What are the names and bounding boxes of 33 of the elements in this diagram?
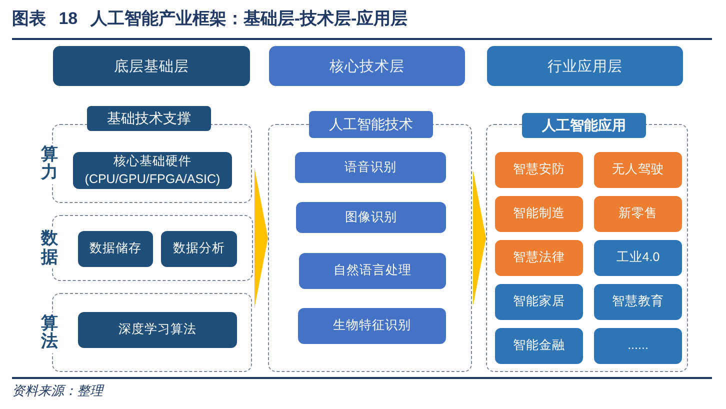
category-box: 语音识别 [295,152,446,183]
layer-header: 行业应用层 [487,46,683,86]
heading-tab: 基础技术支撑 [87,106,211,131]
heading-tab: 人工智能应用 [522,113,646,138]
group-label: 数据 [41,227,58,269]
category-box: 生物特征识别 [298,308,446,344]
layer-header: 核心技术层 [269,46,465,86]
category-box: 新零售 [594,196,682,232]
group-label: 算力 [41,142,58,184]
heading-tab: 人工智能技术 [309,111,433,138]
category-box: 智慧法律 [495,240,583,276]
category-box: 智能制造 [495,196,583,232]
source-note: 资料来源：整理 [12,382,103,400]
chevron-arrow [473,170,486,306]
category-box: 无人驾驶 [594,152,682,188]
layer-header: 底层基础层 [53,46,250,86]
figure-title: 图表 18 人工智能产业框架：基础层-技术层-应用层 [12,8,408,30]
category-box: 智慧教育 [594,284,682,320]
category-box: 数据分析 [161,231,237,267]
category-box: 智慧安防 [495,152,583,188]
box-label: 核心基础硬件 [114,153,192,170]
category-box: 智能家居 [495,284,583,320]
box-label: (CPU/GPU/FPGA/ASIC) [84,170,220,188]
category-box: 深度学习算法 [78,312,237,348]
chevron-arrow [254,168,268,308]
category-box [73,152,232,189]
category-box: 数据储存 [78,231,153,267]
category-box: 工业4.0 [594,240,682,276]
category-box: 智能金融 [495,328,583,364]
group-label: 算法 [41,312,58,354]
category-box: 自然语言处理 [299,253,446,289]
category-box: 图像识别 [296,202,446,233]
category-box: ...... [594,328,682,364]
